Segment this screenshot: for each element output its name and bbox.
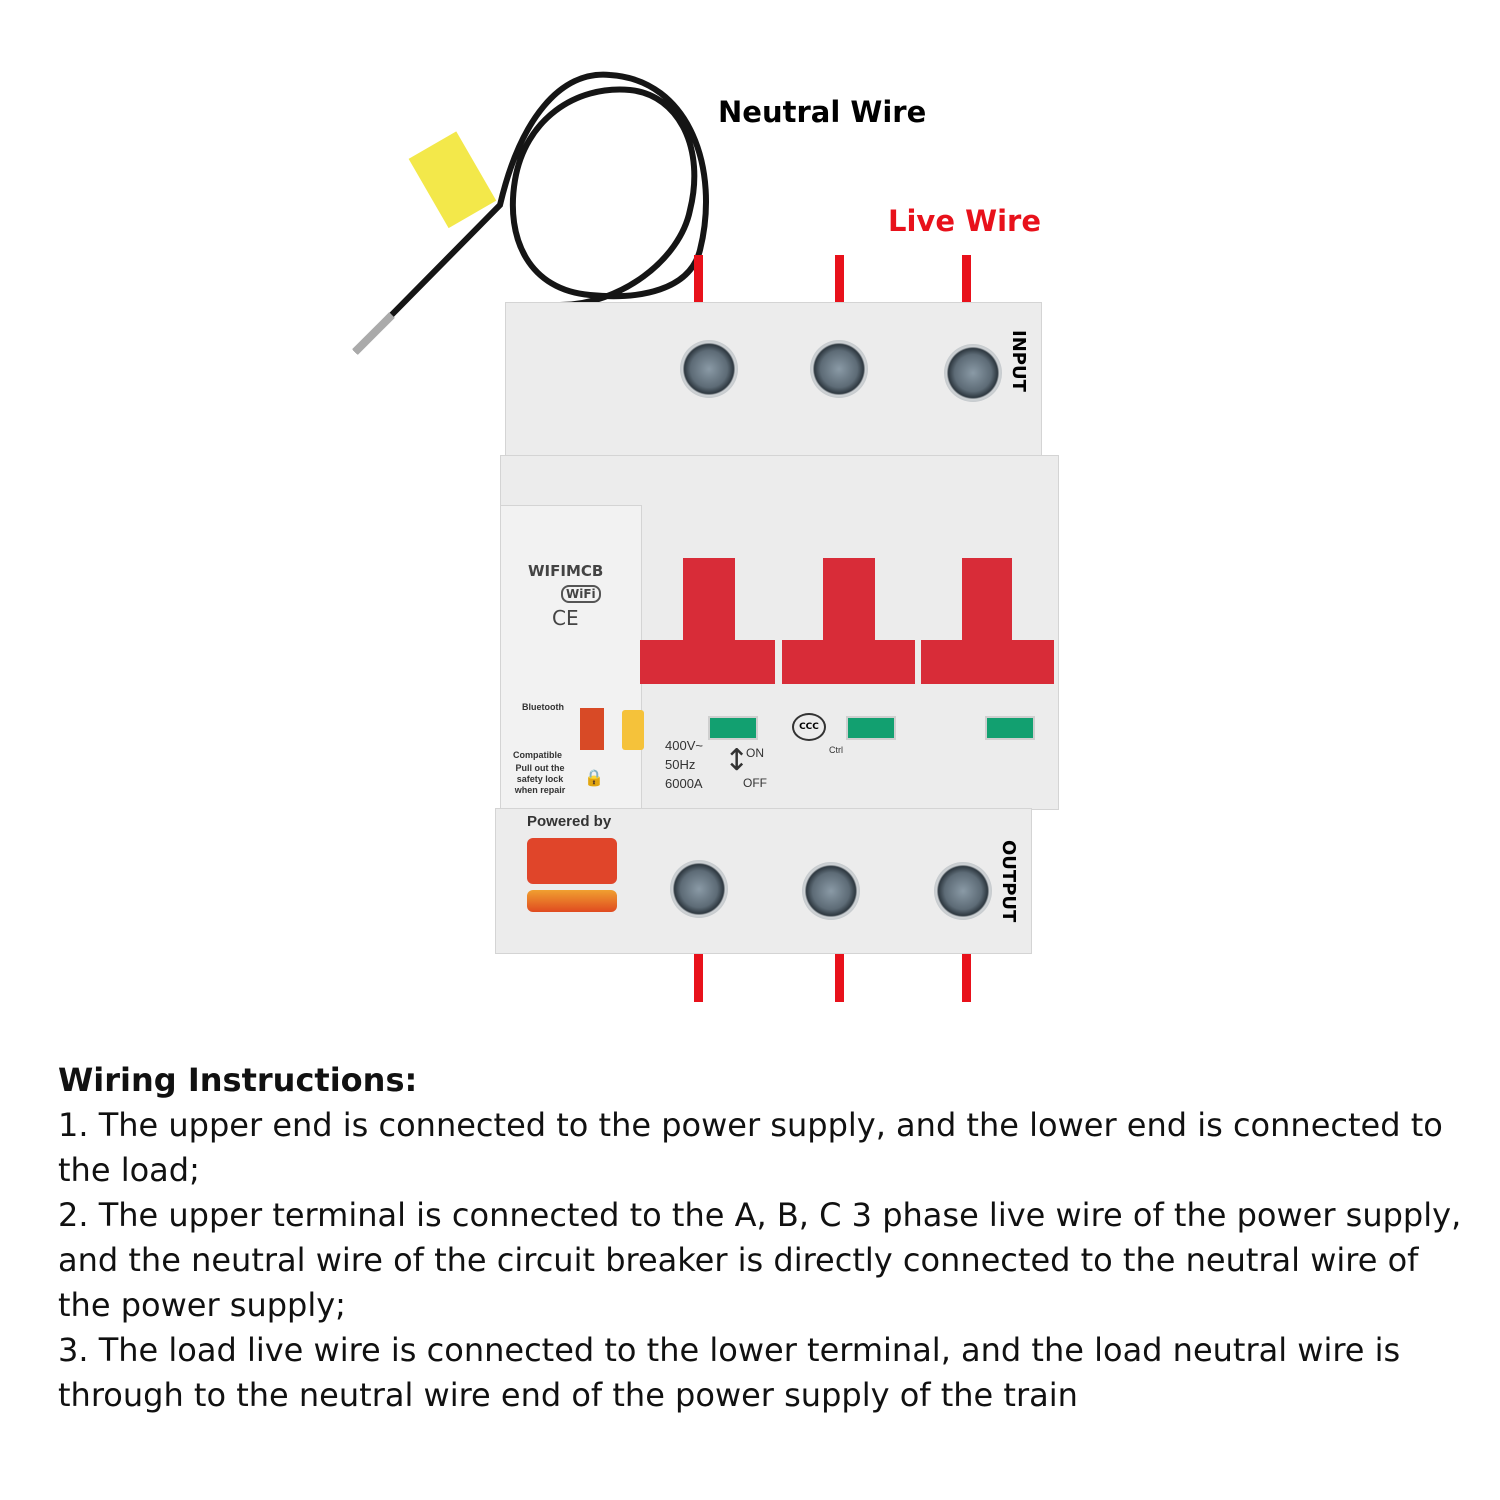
status-indicator-2 bbox=[846, 716, 896, 740]
bluetooth-switch[interactable] bbox=[580, 708, 604, 750]
safety-lock[interactable] bbox=[622, 710, 644, 750]
wifi-module bbox=[500, 505, 642, 810]
off-label: OFF bbox=[743, 776, 767, 790]
live-line-in-1 bbox=[694, 255, 703, 305]
on-off-arrow-icon: ↕ bbox=[724, 743, 750, 778]
input-terminal-2 bbox=[810, 340, 868, 398]
input-terminal-3 bbox=[944, 344, 1002, 402]
output-terminal-1 bbox=[670, 860, 728, 918]
rating-capacity: 6000A bbox=[665, 776, 703, 791]
instruction-1: 1. The upper end is connected to the pow… bbox=[58, 1106, 1443, 1189]
brand-logo-bar bbox=[527, 890, 617, 912]
bluetooth-label: Bluetooth bbox=[522, 702, 564, 712]
status-indicator-3 bbox=[985, 716, 1035, 740]
breaker-handle-1[interactable] bbox=[640, 640, 775, 684]
live-line-out-2 bbox=[835, 952, 844, 1002]
rating-voltage: 400V~ bbox=[665, 738, 703, 753]
handle-stem-2 bbox=[823, 558, 875, 640]
instructions-title: Wiring Instructions: bbox=[58, 1061, 418, 1099]
handle-stem-3 bbox=[962, 558, 1012, 640]
instruction-3: 3. The load live wire is connected to th… bbox=[58, 1331, 1401, 1414]
output-label: OUTPUT bbox=[998, 840, 1019, 923]
live-line-in-2 bbox=[835, 255, 844, 305]
live-wire-label: Live Wire bbox=[888, 204, 1041, 238]
neutral-tag bbox=[408, 131, 497, 229]
input-label: INPUT bbox=[1008, 330, 1029, 392]
live-line-out-3 bbox=[962, 952, 971, 1002]
handle-stem-1 bbox=[683, 558, 735, 640]
instruction-2: 2. The upper terminal is connected to th… bbox=[58, 1196, 1462, 1324]
ctrl-label: Ctrl bbox=[829, 745, 843, 755]
wifi-logo: WiFi bbox=[561, 585, 601, 603]
brand-label: WIFIMCB bbox=[528, 562, 604, 580]
lock-icon: 🔒 bbox=[584, 768, 604, 787]
neutral-wire-label: Neutral Wire bbox=[718, 95, 927, 129]
breaker-handle-3[interactable] bbox=[921, 640, 1054, 684]
output-terminal-3 bbox=[934, 862, 992, 920]
compatible-label: Compatible bbox=[513, 750, 563, 760]
on-label: ON bbox=[746, 746, 764, 760]
wire-ferrule bbox=[352, 312, 395, 355]
live-line-in-3 bbox=[962, 255, 971, 305]
brand-logo bbox=[527, 838, 617, 884]
breaker-handle-2[interactable] bbox=[782, 640, 915, 684]
neutral-wire bbox=[352, 71, 709, 355]
status-indicator-1 bbox=[708, 716, 758, 740]
rating-frequency: 50Hz bbox=[665, 757, 696, 772]
live-line-out-1 bbox=[694, 952, 703, 1002]
ce-mark: CE bbox=[552, 606, 579, 630]
powered-by-label: Powered by bbox=[527, 813, 612, 830]
input-terminal-1 bbox=[680, 340, 738, 398]
ratings: 400V~ 50Hz 6000A bbox=[665, 736, 703, 793]
output-terminal-2 bbox=[802, 862, 860, 920]
safety-note: Pull out the safety lock when repair bbox=[514, 763, 566, 795]
ccc-mark: CCC bbox=[792, 713, 826, 741]
wiring-diagram bbox=[352, 71, 709, 355]
